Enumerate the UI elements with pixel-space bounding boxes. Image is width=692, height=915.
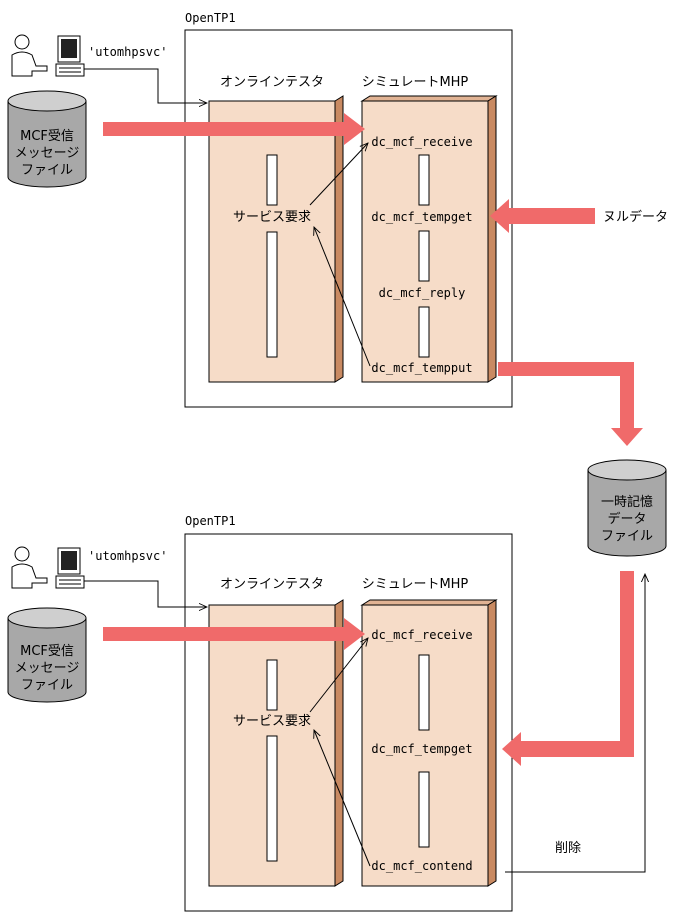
top-online-tester-box: サービス要求	[208, 95, 344, 383]
bottom-mcf-input-file: MCF受信 メッセージ ファイル	[7, 607, 87, 703]
bottom-opentp1-label: OpenTP1	[185, 514, 236, 528]
top-request-arrow	[309, 143, 368, 206]
temp-file-line-2: データ	[607, 511, 646, 527]
bottom-service-request-label: サービス要求	[233, 714, 311, 729]
top-input-file-line-2: メッセージ	[15, 146, 80, 161]
top-user-terminal-icon	[11, 34, 85, 77]
top-tempput-arrow	[314, 227, 371, 367]
bottom-mhp-bar-2	[418, 771, 430, 848]
top-section: OpenTP1 'utomhpsvc' MCF受信 メッセージ ファイル サ	[7, 11, 668, 446]
bottom-func-receive: dc_mcf_receive	[371, 628, 472, 642]
top-input-file-line-1: MCF受信	[20, 129, 74, 144]
top-null-data-arrow	[490, 199, 595, 233]
top-tester-bar-2	[266, 231, 278, 358]
bottom-func-tempget: dc_mcf_tempget	[371, 742, 472, 756]
top-func-reply: dc_mcf_reply	[379, 286, 466, 300]
bottom-input-flow-arrow	[103, 618, 365, 650]
bottom-service-id: 'utomhpsvc'	[88, 549, 167, 563]
top-null-data-label: ヌルデータ	[603, 209, 668, 225]
top-func-tempput: dc_mcf_tempput	[371, 361, 472, 375]
bottom-tester-bar-1	[266, 659, 278, 711]
bottom-tester-label: オンラインテスタ	[220, 577, 324, 592]
temp-storage-file: 一時記憶 データ ファイル	[587, 459, 667, 557]
top-mhp-bar-2	[418, 230, 430, 282]
top-terminal-connector	[84, 68, 207, 103]
delete-label: 削除	[555, 841, 581, 856]
temp-file-line-1: 一時記憶	[601, 494, 653, 510]
top-func-receive: dc_mcf_receive	[371, 135, 472, 149]
top-tester-label: オンラインテスタ	[220, 75, 324, 90]
top-simulator-label: シミュレートMHP	[362, 75, 469, 90]
bottom-func-contend: dc_mcf_contend	[371, 859, 472, 873]
bottom-user-terminal-icon	[11, 546, 85, 589]
top-tester-bar-1	[266, 154, 278, 206]
top-mcf-input-file: MCF受信 メッセージ ファイル	[7, 90, 87, 188]
bottom-simulator-label: シミュレートMHP	[362, 577, 469, 592]
bottom-online-tester-box: サービス要求	[208, 599, 344, 887]
bottom-simulate-mhp-box: dc_mcf_receive dc_mcf_tempget dc_mcf_con…	[360, 599, 498, 887]
top-service-request-label: サービス要求	[233, 210, 311, 225]
top-opentp1-label: OpenTP1	[185, 11, 236, 25]
bottom-mhp-bar-1	[418, 654, 430, 731]
top-input-file-line-3: ファイル	[21, 163, 73, 178]
top-func-tempget: dc_mcf_tempget	[371, 210, 472, 224]
top-mhp-bar-3	[418, 306, 430, 358]
top-mhp-bar-1	[418, 154, 430, 206]
bottom-request-arrow	[309, 638, 368, 713]
bottom-input-file-line-3: ファイル	[21, 678, 73, 693]
bottom-input-file-line-2: メッセージ	[15, 661, 80, 676]
bottom-terminal-connector	[84, 580, 207, 607]
top-simulate-mhp-box: dc_mcf_receive dc_mcf_tempget dc_mcf_rep…	[360, 95, 498, 383]
bottom-section: OpenTP1 'utomhpsvc' MCF受信 メッセージ ファイル サービ…	[7, 514, 645, 912]
bottom-opentp1-frame	[184, 533, 513, 912]
bottom-tempget-flow-arrow	[502, 571, 634, 766]
bottom-tester-bar-2	[266, 735, 278, 862]
bottom-input-file-line-1: MCF受信	[20, 644, 74, 659]
top-service-id: 'utomhpsvc'	[88, 45, 167, 59]
delete-connector	[505, 574, 645, 873]
temp-file-line-3: ファイル	[601, 529, 653, 544]
top-input-flow-arrow	[103, 113, 365, 145]
top-tempput-flow-arrow	[498, 362, 643, 446]
bottom-contend-arrow	[314, 730, 371, 867]
